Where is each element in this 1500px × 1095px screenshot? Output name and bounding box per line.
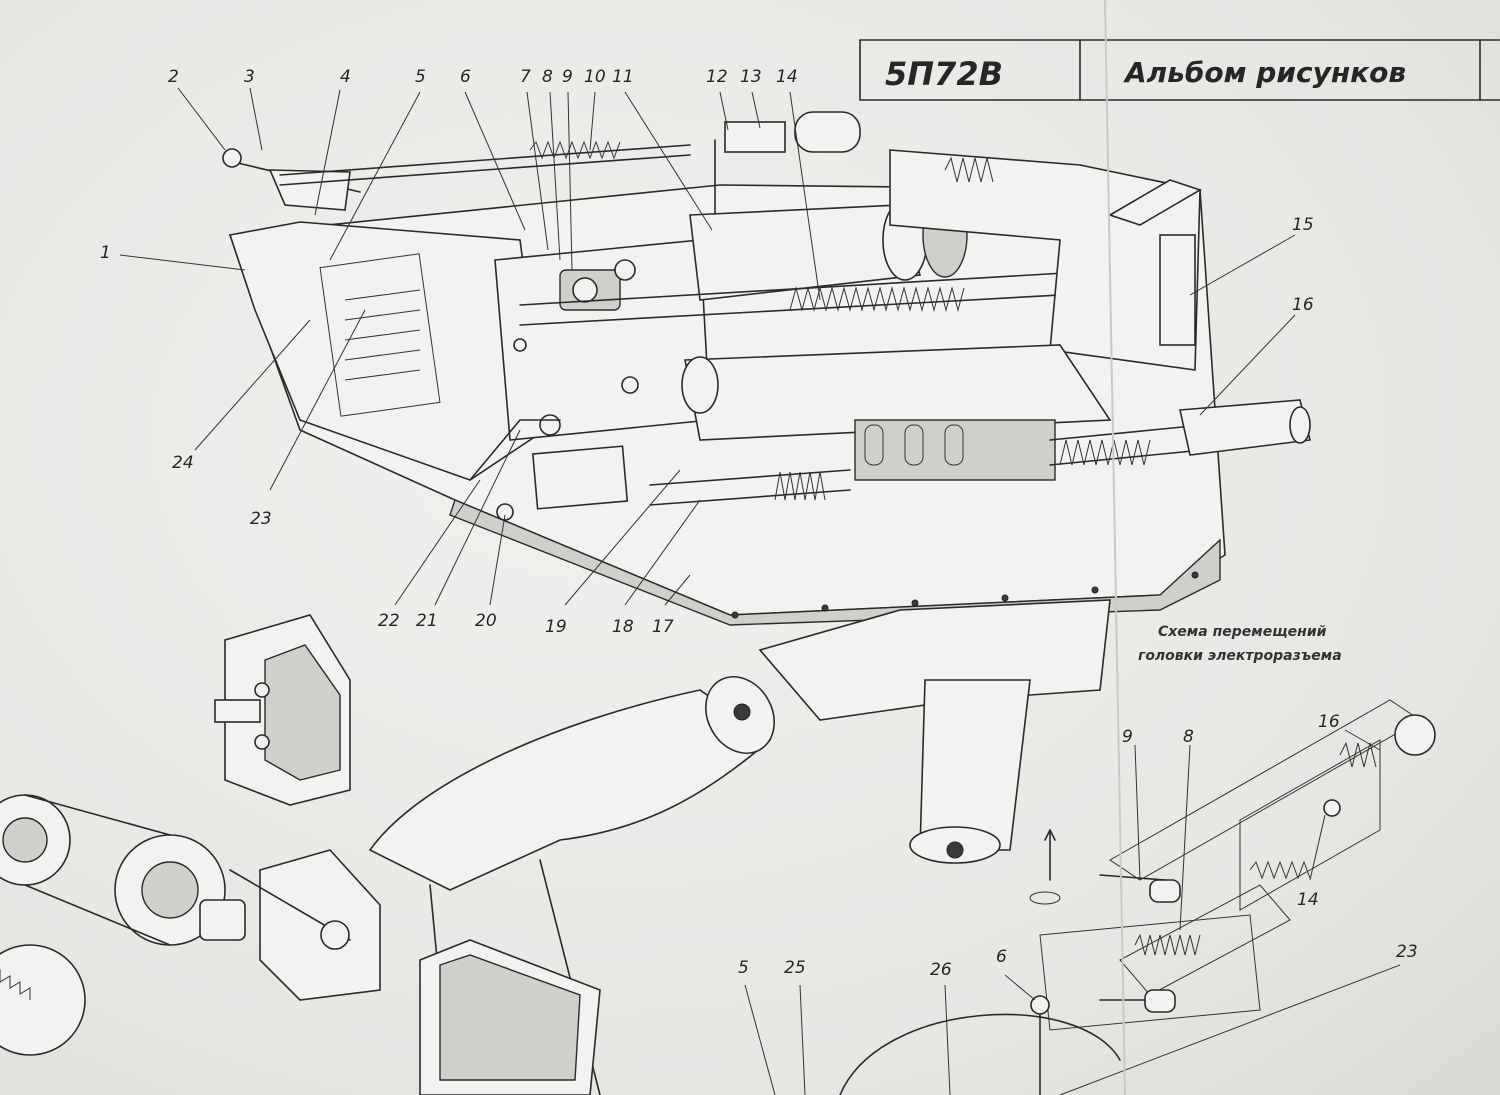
callout-21: 21 (416, 611, 438, 631)
scheme-callout-6: 6 (996, 947, 1007, 967)
callout-16: 16 (1292, 295, 1314, 315)
main-callouts: 2 3 4 5 6 7 8 9 10 11 12 13 14 15 16 1 2… (100, 67, 1314, 637)
callout-3: 3 (244, 67, 255, 87)
callout-14: 14 (776, 67, 798, 87)
callout-6: 6 (460, 67, 471, 87)
bracket-detail (214, 614, 351, 806)
model-number: 5П72В (885, 55, 1003, 93)
callout-5: 5 (415, 67, 426, 87)
scheme-callout-25: 25 (784, 958, 806, 978)
scheme-callout-5: 5 (738, 958, 749, 978)
callout-22: 22 (378, 611, 400, 631)
main-assembly (222, 111, 1311, 626)
callout-1: 1 (100, 243, 111, 263)
title-block: 5П72В Альбом рисунков (859, 39, 1500, 101)
pulley-assembly (0, 794, 601, 1095)
callout-8: 8 (542, 67, 553, 87)
scheme-callout-26: 26 (930, 960, 952, 980)
scheme-caption-line2: головки электроразъема (1138, 648, 1342, 664)
scheme-callout-8: 8 (1183, 727, 1194, 747)
movement-scheme: Схема перемещений головки электроразъема (738, 624, 1436, 1095)
arm-assembly (368, 599, 1111, 1095)
callout-18: 18 (612, 617, 634, 637)
scheme-callout-9: 9 (1122, 727, 1133, 747)
callout-15: 15 (1292, 215, 1314, 235)
album-title: Альбом рисунков (1123, 56, 1406, 89)
callout-9: 9 (562, 67, 573, 87)
scheme-callout-14: 14 (1297, 890, 1319, 910)
callout-12: 12 (706, 67, 728, 87)
callout-13: 13 (740, 67, 762, 87)
callout-11: 11 (612, 67, 634, 87)
main-leaders (119, 87, 1296, 606)
callout-10: 10 (584, 67, 606, 87)
paper-fold (1104, 0, 1126, 1095)
callout-20: 20 (475, 611, 497, 631)
callout-7: 7 (520, 67, 531, 87)
callout-2: 2 (168, 67, 179, 87)
callout-17: 17 (652, 617, 674, 637)
callout-23: 23 (250, 509, 272, 529)
scheme-caption-line1: Схема перемещений (1158, 624, 1327, 640)
callout-19: 19 (545, 617, 567, 637)
scheme-callout-16: 16 (1318, 712, 1340, 732)
scheme-callout-23: 23 (1396, 942, 1418, 962)
callout-24: 24 (172, 453, 194, 473)
callout-4: 4 (340, 67, 351, 87)
